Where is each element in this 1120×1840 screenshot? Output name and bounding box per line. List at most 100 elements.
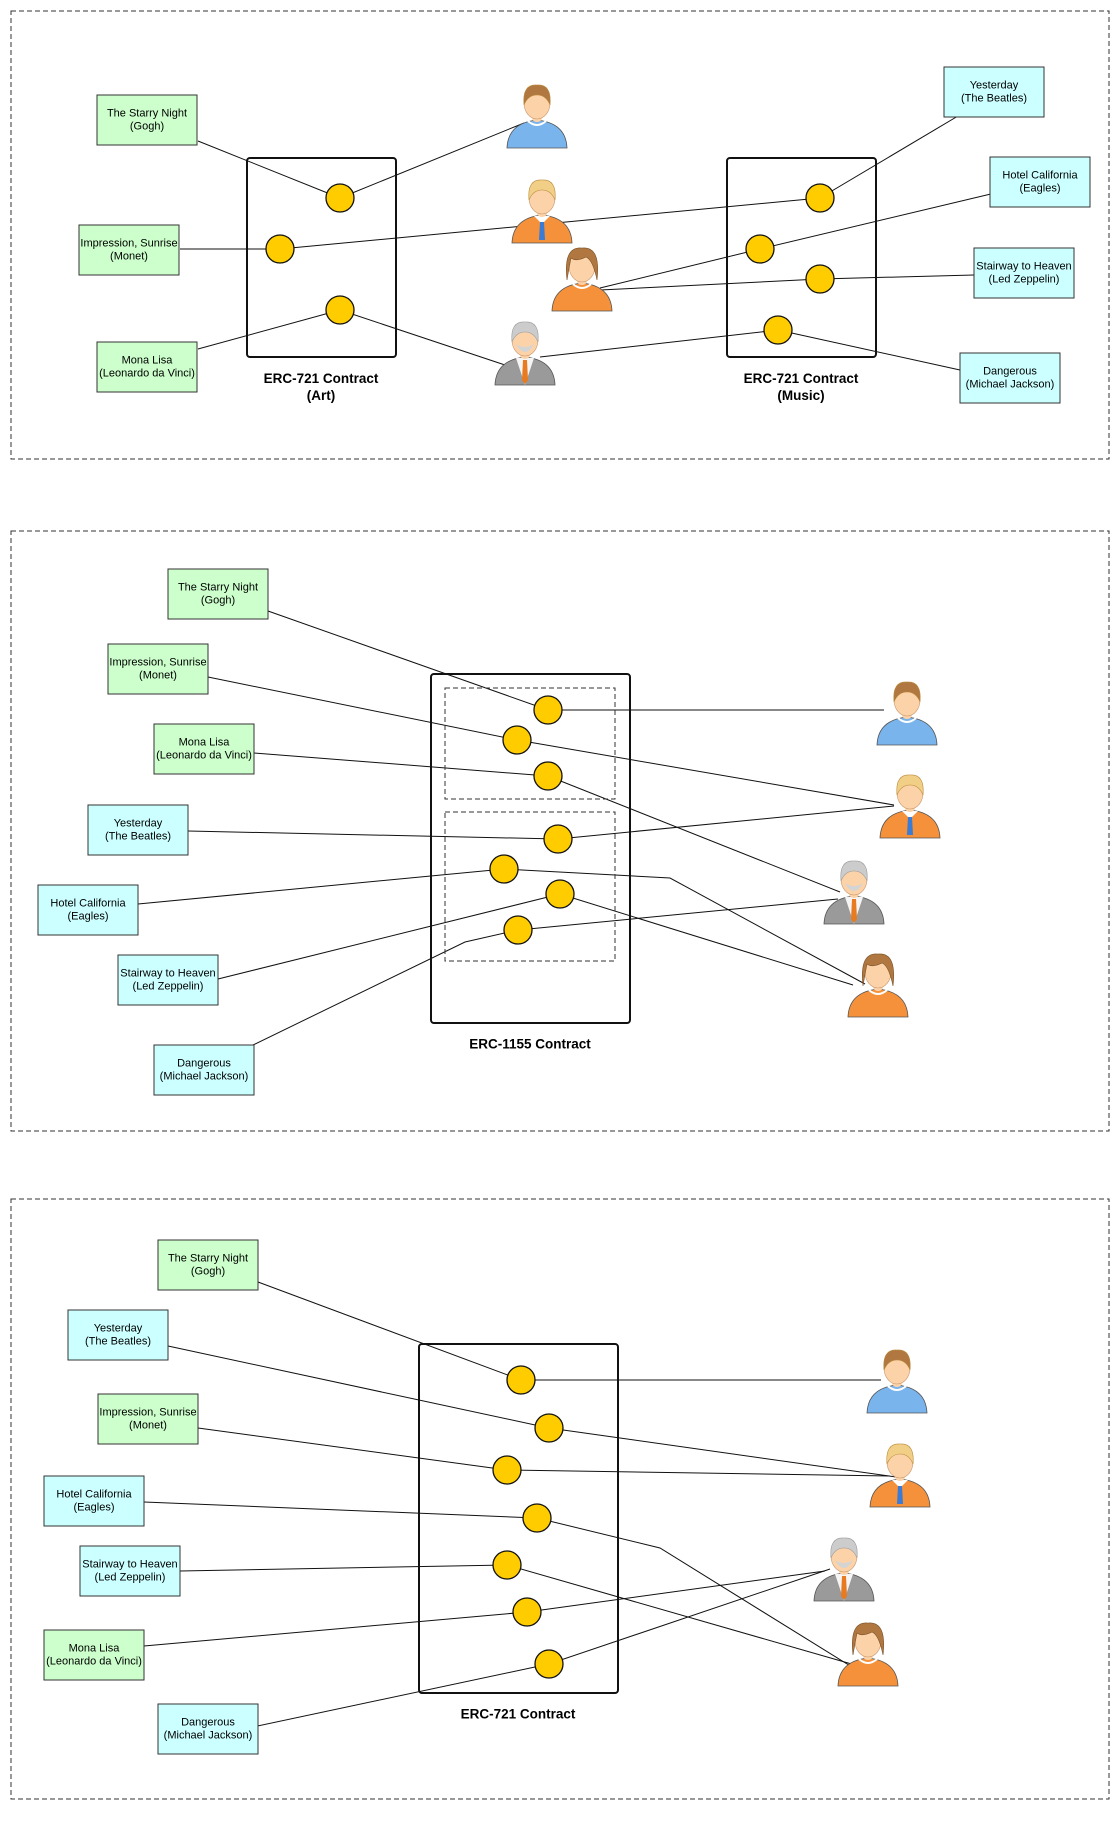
token-circle-icon [745, 234, 775, 264]
contract-box [246, 157, 397, 358]
contract-box [418, 1343, 619, 1694]
connector-line [759, 192, 996, 250]
person-collar [887, 1385, 907, 1391]
work-label: (Gogh) [201, 595, 235, 607]
person-icon [879, 774, 941, 839]
person-icon [551, 247, 613, 312]
work-label: The Starry Night [168, 1253, 248, 1265]
connector-line [267, 610, 549, 711]
work-label: (Leonardo da Vinci) [156, 750, 252, 762]
work-box-hotel: Hotel California(Eagles) [989, 156, 1091, 208]
token-circle-icon [325, 183, 355, 213]
work-label: (Eagles) [1020, 183, 1061, 195]
work-box-mona: Mona Lisa(Leonardo da Vinci) [43, 1629, 145, 1681]
token-circle-icon [805, 183, 835, 213]
work-label: Yesterday [970, 80, 1019, 92]
work-label: (Michael Jackson) [966, 379, 1055, 391]
connector-line [548, 1427, 897, 1478]
person-collar [892, 1480, 908, 1488]
token-circle-icon [492, 1550, 522, 1580]
token-circle-icon [534, 1649, 564, 1679]
work-label: Impression, Sunrise [109, 657, 206, 669]
work-box-dangerous: Dangerous(Michael Jackson) [153, 1044, 255, 1096]
person-tie [851, 899, 857, 923]
connector-line [179, 1564, 508, 1572]
token-circle-icon [534, 1413, 564, 1443]
connector-line [197, 1427, 508, 1471]
work-box-rect [43, 1629, 145, 1681]
token-circle-icon [533, 695, 563, 725]
connector-line [167, 1345, 550, 1429]
contract-title: (Art) [307, 388, 336, 403]
section-frame [10, 530, 1110, 1132]
work-box-rect [973, 247, 1075, 299]
work-label: Stairway to Heaven [82, 1559, 177, 1571]
connector-line [506, 1469, 891, 1477]
connector-line [599, 248, 761, 289]
person-icon [876, 681, 938, 746]
connector-line [526, 1570, 826, 1613]
person-hair [852, 1622, 884, 1656]
work-box-stairway: Stairway to Heaven(Led Zeppelin) [117, 954, 219, 1006]
contract-title: ERC-721 Contract [744, 371, 859, 386]
connector-line [819, 274, 975, 280]
person-tie [897, 1486, 903, 1504]
work-label: (Eagles) [74, 1502, 115, 1514]
connector-line [252, 1663, 550, 1728]
work-box-starry: The Starry Night(Gogh) [167, 568, 269, 620]
person-collar [534, 216, 550, 224]
work-label: (Monet) [110, 251, 148, 263]
person-collar [858, 1658, 878, 1664]
work-label: (Leonardo da Vinci) [99, 368, 195, 380]
token-circle-icon [543, 824, 573, 854]
person-tie [522, 360, 528, 384]
work-box-rect [989, 156, 1091, 208]
work-label: (Led Zeppelin) [989, 274, 1060, 286]
work-label: (Michael Jackson) [160, 1071, 249, 1083]
work-box-yesterday: Yesterday(The Beatles) [67, 1309, 169, 1361]
person-collar [572, 283, 592, 289]
person-hair [862, 953, 894, 987]
work-box-rect [78, 224, 180, 276]
person-collar [868, 989, 888, 995]
connector-line [143, 1611, 528, 1647]
contract-box [726, 157, 877, 358]
token-circle-icon [502, 725, 532, 755]
work-label: Mona Lisa [69, 1643, 121, 1655]
work-box-yesterday: Yesterday(The Beatles) [943, 66, 1045, 118]
connector-line [539, 329, 779, 358]
connector-line [253, 752, 549, 777]
person-collar [902, 811, 918, 819]
work-label: (The Beatles) [961, 93, 1027, 105]
work-box-starry: The Starry Night(Gogh) [157, 1239, 259, 1291]
work-label: Impression, Sunrise [99, 1407, 196, 1419]
contract-title: ERC-721 Contract [461, 1707, 576, 1722]
work-label: Stairway to Heaven [120, 968, 215, 980]
person-icon [511, 179, 573, 244]
work-box-yesterday: Yesterday(The Beatles) [87, 804, 189, 856]
connector-line [503, 868, 866, 985]
person-icon [494, 321, 556, 386]
person-icon [506, 84, 568, 149]
work-label: Dangerous [983, 366, 1037, 378]
token-circle-icon [503, 915, 533, 945]
work-label: The Starry Night [178, 582, 258, 594]
connector-line [599, 278, 821, 291]
connector-line [517, 898, 839, 931]
work-label: Impression, Sunrise [80, 238, 177, 250]
work-box-rect [96, 94, 198, 146]
work-label: (Leonardo da Vinci) [46, 1656, 142, 1668]
work-label: Hotel California [56, 1489, 132, 1501]
work-box-mona: Mona Lisa(Leonardo da Vinci) [96, 341, 198, 393]
person-icon [869, 1443, 931, 1508]
work-box-rect [167, 568, 269, 620]
connector-line [516, 739, 895, 806]
token-circle-icon [533, 761, 563, 791]
person-beard [835, 1560, 853, 1568]
connector-line [548, 1568, 831, 1665]
work-box-rect [107, 643, 209, 695]
work-label: (Michael Jackson) [164, 1730, 253, 1742]
person-hair [830, 1537, 858, 1559]
work-label: Yesterday [94, 1323, 143, 1335]
connector-line [257, 1281, 522, 1381]
